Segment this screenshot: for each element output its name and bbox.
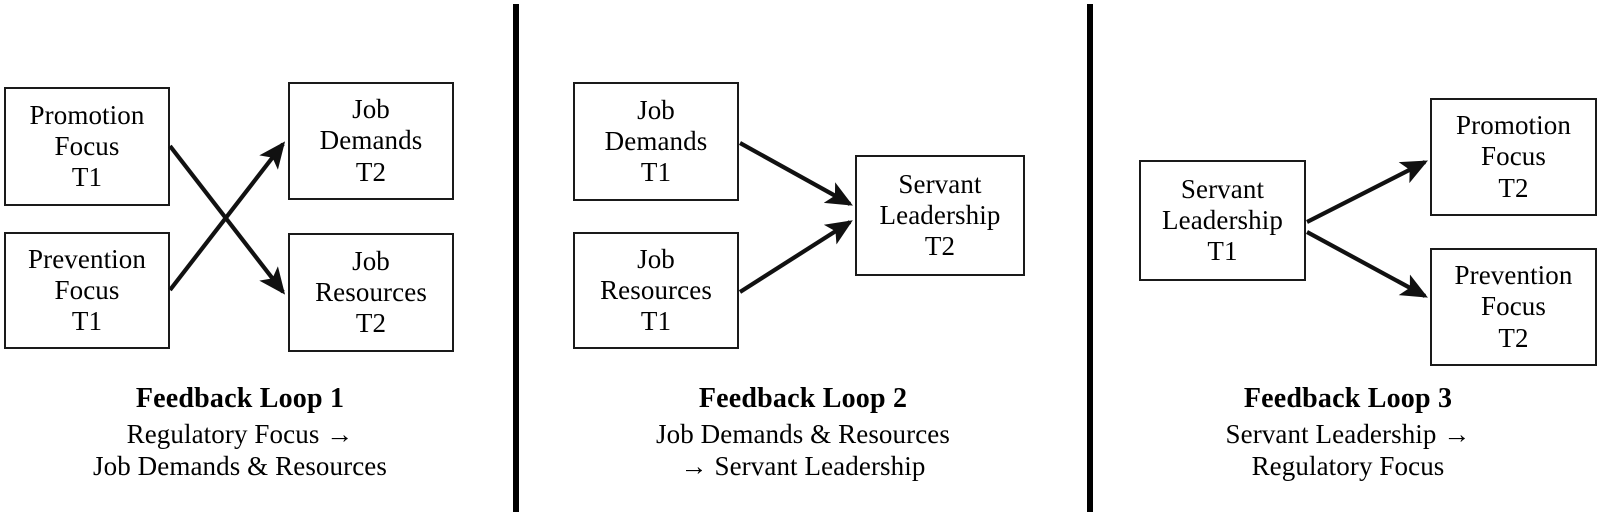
node-prevention-focus-t2[interactable]: Prevention Focus T2 bbox=[1430, 248, 1597, 366]
node-servant-leadership-t1[interactable]: Servant Leadership T1 bbox=[1139, 160, 1306, 281]
caption-subtitle: Regulatory Focus → Job Demands & Resourc… bbox=[93, 418, 387, 481]
node-label: Job Demands T1 bbox=[604, 94, 708, 188]
node-servant-leadership-t2[interactable]: Servant Leadership T2 bbox=[855, 155, 1025, 276]
node-job-resources-t2[interactable]: Job Resources T2 bbox=[288, 233, 454, 352]
caption-feedback-loop-2: Feedback Loop 2 Job Demands & Resources … bbox=[543, 382, 1063, 482]
node-label: Promotion Focus T1 bbox=[29, 99, 145, 193]
panel-divider-2 bbox=[1087, 4, 1093, 512]
panel-feedback-loop-2: Job Demands T1 Job Resources T1 Servant … bbox=[519, 0, 1087, 512]
edge-servant-leadership-t1-to-prevention-focus-t2 bbox=[1305, 230, 1428, 298]
caption-subtitle: Servant Leadership → Regulatory Focus bbox=[1225, 418, 1471, 481]
node-label: Servant Leadership T2 bbox=[879, 168, 1001, 262]
caption-title: Feedback Loop 3 bbox=[1243, 383, 1453, 414]
node-job-demands-t2[interactable]: Job Demands T2 bbox=[288, 82, 454, 200]
node-label: Promotion Focus T2 bbox=[1456, 110, 1571, 203]
panel-divider-1 bbox=[513, 4, 519, 512]
caption-title: Feedback Loop 2 bbox=[698, 383, 908, 414]
panel-feedback-loop-1: Promotion Focus T1 Prevention Focus T1 J… bbox=[0, 0, 513, 512]
panel-feedback-loop-3: Servant Leadership T1 Promotion Focus T2… bbox=[1093, 0, 1600, 512]
edge-servant-leadership-t1-to-promotion-focus-t2 bbox=[1306, 160, 1428, 224]
caption-feedback-loop-1: Feedback Loop 1 Regulatory Focus → Job D… bbox=[0, 382, 480, 482]
node-label: Job Resources T1 bbox=[600, 243, 712, 337]
node-prevention-focus-t1[interactable]: Prevention Focus T1 bbox=[4, 232, 170, 349]
edge-job-demands-t1-to-servant-leadership-t2 bbox=[738, 141, 853, 206]
edge-promotion-focus-t1-to-job-resources-t2 bbox=[168, 144, 286, 295]
caption-title: Feedback Loop 1 bbox=[135, 383, 345, 414]
node-label: Job Resources T2 bbox=[315, 245, 427, 339]
node-job-demands-t1[interactable]: Job Demands T1 bbox=[573, 82, 739, 201]
node-job-resources-t1[interactable]: Job Resources T1 bbox=[573, 232, 739, 349]
node-label: Servant Leadership T1 bbox=[1162, 173, 1283, 267]
edge-job-resources-t1-to-servant-leadership-t2 bbox=[738, 220, 853, 294]
edge-prevention-focus-t1-to-job-demands-t2 bbox=[168, 141, 286, 292]
node-label: Prevention Focus T1 bbox=[28, 243, 146, 337]
node-promotion-focus-t1[interactable]: Promotion Focus T1 bbox=[4, 87, 170, 206]
node-label: Prevention Focus T2 bbox=[1454, 260, 1573, 353]
node-label: Job Demands T2 bbox=[319, 94, 423, 187]
node-promotion-focus-t2[interactable]: Promotion Focus T2 bbox=[1430, 98, 1597, 216]
caption-feedback-loop-3: Feedback Loop 3 Servant Leadership → Reg… bbox=[1103, 382, 1593, 482]
caption-subtitle: Job Demands & Resources → Servant Leader… bbox=[656, 418, 950, 481]
